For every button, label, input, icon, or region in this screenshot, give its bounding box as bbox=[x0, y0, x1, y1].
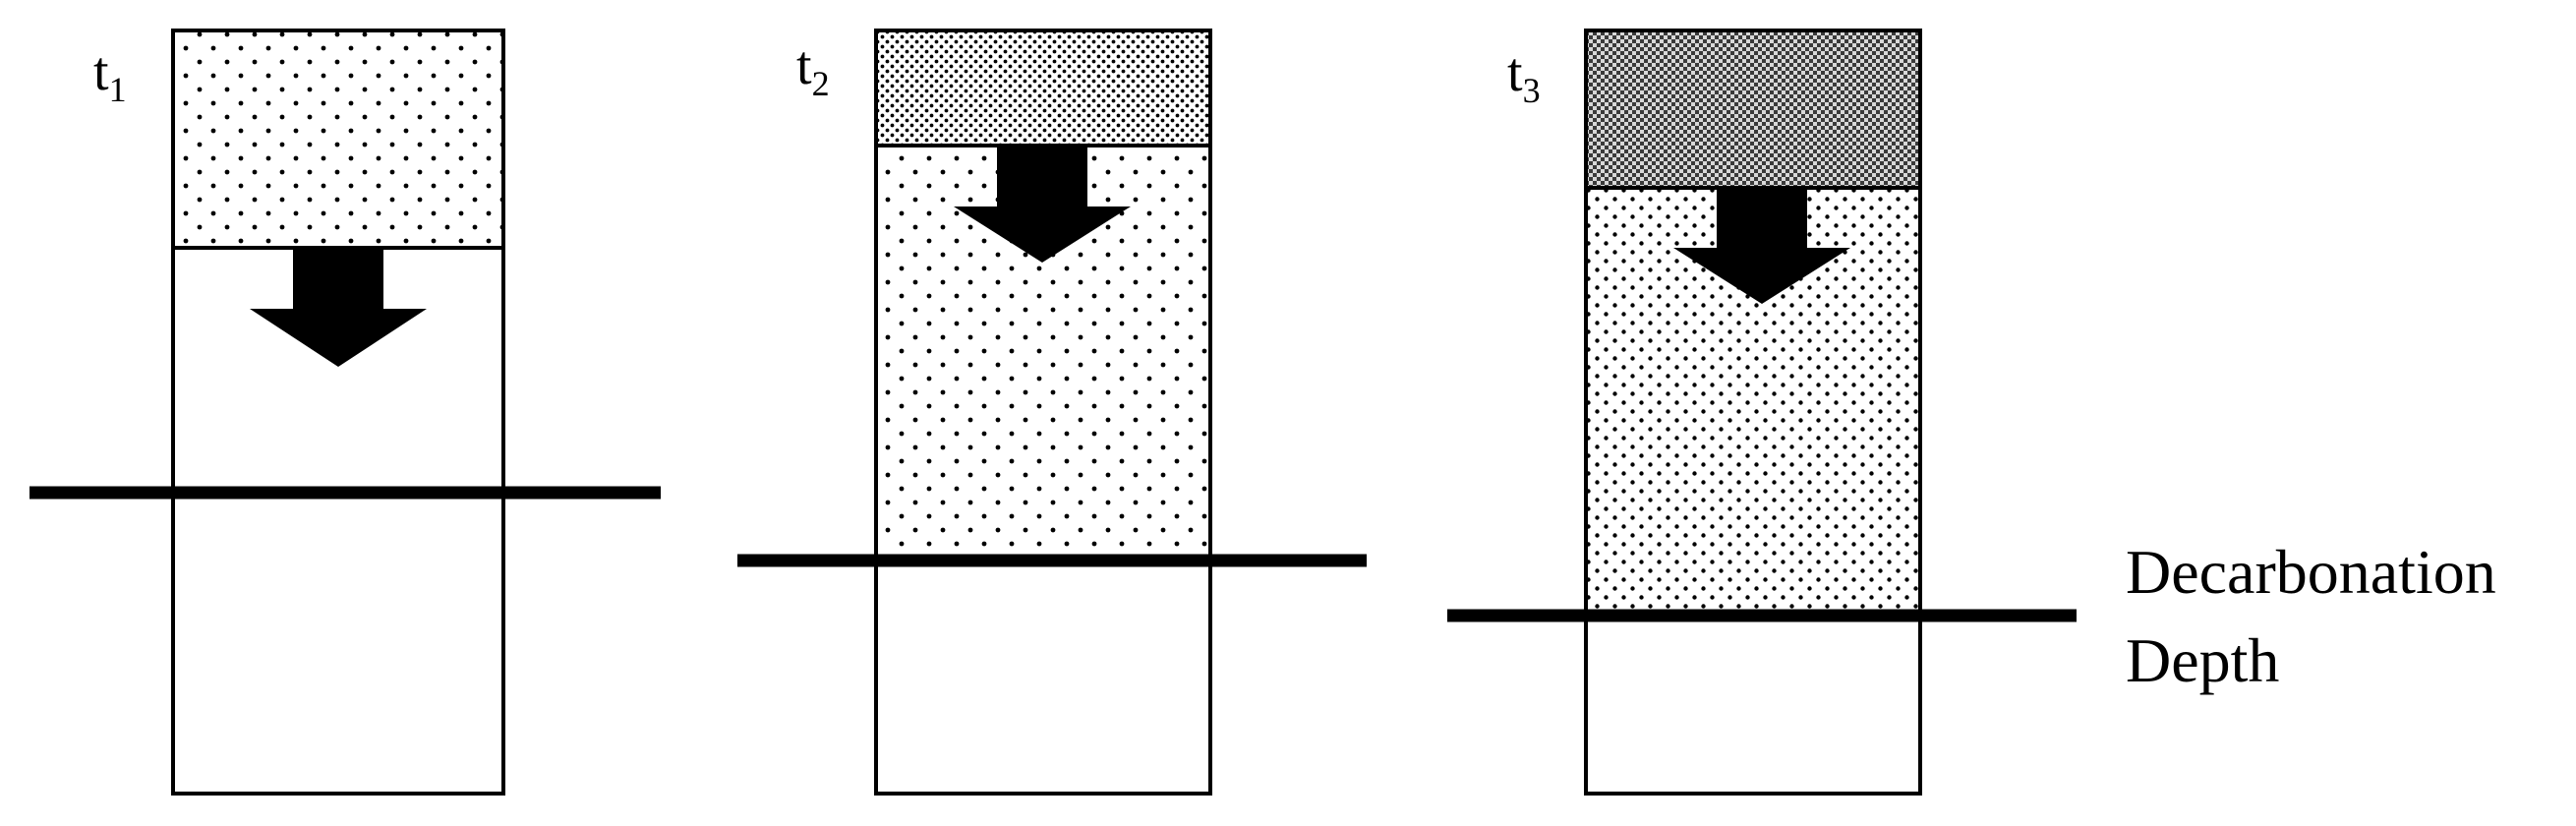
down-arrow-icon bbox=[954, 148, 1131, 263]
legend-line-1: Decarbonation bbox=[2126, 537, 2496, 607]
panel-t3: t3 bbox=[1447, 29, 2077, 796]
down-arrow-icon bbox=[1673, 190, 1850, 304]
sediment-layer-sparse bbox=[175, 32, 501, 247]
down-arrow-icon bbox=[250, 250, 427, 367]
sediment-layer-checkered bbox=[1588, 32, 1918, 186]
time-label: t2 bbox=[796, 35, 830, 103]
time-label: t3 bbox=[1507, 42, 1541, 110]
sediment-layer-dense bbox=[878, 32, 1208, 145]
legend-line-2: Depth bbox=[2126, 625, 2279, 695]
time-label: t1 bbox=[93, 41, 127, 109]
panel-t1: t1 bbox=[29, 29, 661, 796]
decarbonation-depth-legend: Decarbonation Depth bbox=[2126, 537, 2496, 695]
panel-t2: t2 bbox=[737, 29, 1367, 796]
